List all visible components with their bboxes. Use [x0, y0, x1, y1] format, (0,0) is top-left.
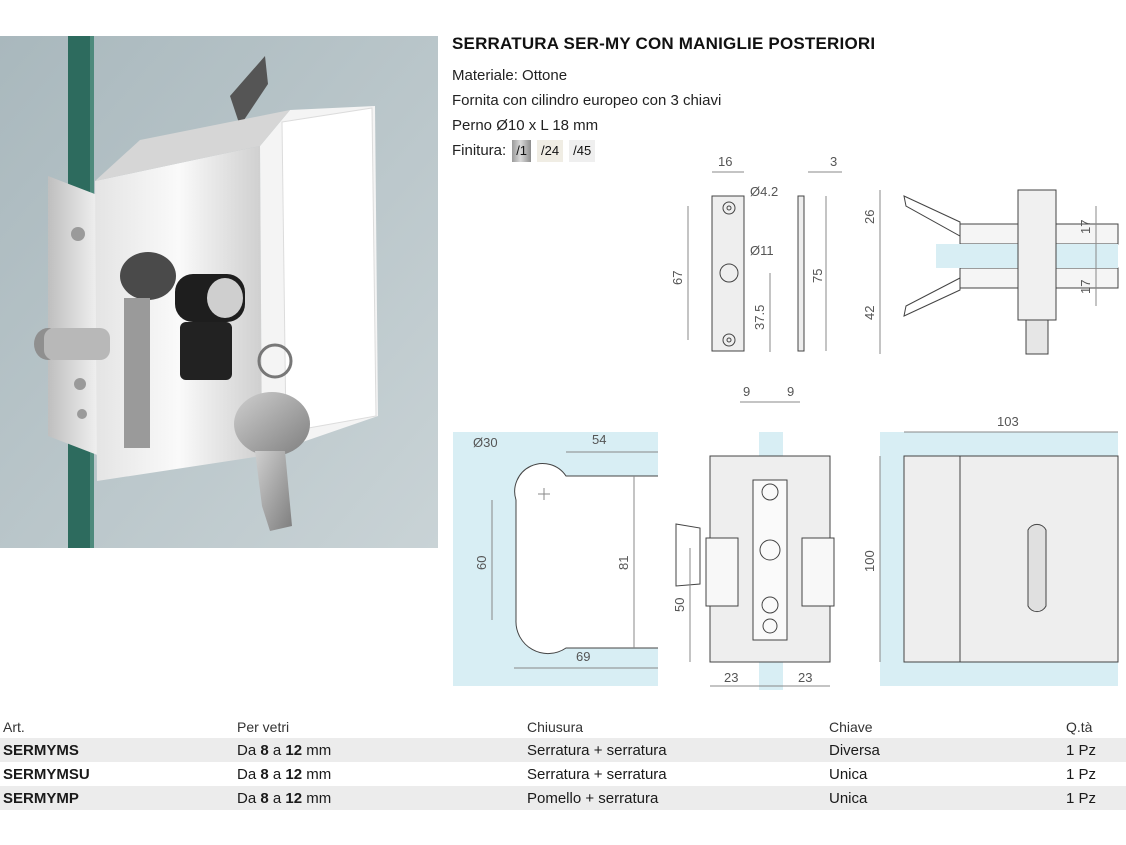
product-info: SERRATURA SER-MY CON MANIGLIE POSTERIORI… — [452, 34, 952, 163]
closure: Serratura + serratura — [527, 741, 667, 759]
finish-swatch-1: /1 — [512, 139, 532, 162]
supply-text: Fornita con cilindro europeo con 3 chiav… — [452, 92, 722, 109]
product-table: Art. Per vetri Chiusura Chiave Q.tà SERM… — [0, 716, 1126, 810]
key-type: Unica — [829, 765, 868, 783]
quantity: 1 Pz — [1066, 789, 1097, 807]
dim-9-right: 9 — [787, 384, 794, 399]
col-key-header: Chiave — [829, 719, 873, 735]
dim-60: 60 — [474, 556, 489, 570]
quantity: 1 Pz — [1066, 741, 1097, 759]
quantity: 1 Pz — [1066, 765, 1097, 783]
dim-16: 16 — [718, 154, 732, 169]
dim-d11: Ø11 — [750, 243, 774, 258]
dim-50: 50 — [672, 598, 687, 612]
dim-9-left: 9 — [743, 384, 750, 399]
table-row: SERMYMS Da 8 a 12 mm Serratura + serratu… — [0, 738, 1126, 762]
material-text: Materiale: Ottone — [452, 67, 568, 84]
table-header: Art. Per vetri Chiusura Chiave Q.tà — [0, 716, 1126, 738]
dim-75: 75 — [810, 269, 825, 283]
finish-label: Finitura: — [452, 142, 507, 159]
col-art-header: Art. — [3, 719, 25, 735]
dim-26: 26 — [862, 210, 877, 224]
table-row: SERMYMP Da 8 a 12 mm Pomello + serratura… — [0, 786, 1126, 810]
col-closure-header: Chiusura — [527, 719, 584, 735]
finish-swatch-45: /45 — [569, 139, 596, 162]
art-code: SERMYMS — [3, 741, 79, 759]
technical-drawing: 16 3 Ø4.2 Ø11 67 37.5 75 26 17 17 42 9 9… — [446, 148, 1126, 698]
finish-swatch-24: /24 — [537, 139, 564, 162]
table-row: SERMYMSU Da 8 a 12 mm Serratura + serrat… — [0, 762, 1126, 786]
pin-text: Perno Ø10 x L 18 mm — [452, 117, 599, 134]
art-code: SERMYMP — [3, 789, 79, 807]
dim-23-right: 23 — [798, 670, 812, 685]
dim-17-bottom: 17 — [1078, 280, 1093, 294]
closure: Serratura + serratura — [527, 765, 667, 783]
dim-69: 69 — [576, 649, 590, 664]
dim-d4-2: Ø4.2 — [750, 184, 778, 199]
dim-23-left: 23 — [724, 670, 738, 685]
dim-17-top: 17 — [1078, 220, 1093, 234]
key-type: Diversa — [829, 741, 880, 759]
dim-103: 103 — [997, 414, 1019, 429]
closure: Pomello + serratura — [527, 789, 659, 807]
finish-row: Finitura: /1 /24 /45 — [452, 138, 952, 163]
dim-54: 54 — [592, 432, 606, 447]
dim-37-5: 37.5 — [752, 305, 767, 330]
col-glass-header: Per vetri — [237, 719, 290, 735]
product-photo — [0, 36, 438, 548]
dim-100: 100 — [862, 550, 877, 572]
dim-81: 81 — [616, 556, 631, 570]
col-qty-header: Q.tà — [1066, 719, 1093, 735]
dim-42: 42 — [862, 306, 877, 320]
glass-range: Da 8 a 12 mm — [237, 765, 332, 783]
glass-range: Da 8 a 12 mm — [237, 741, 332, 759]
dim-d30: Ø30 — [473, 435, 498, 450]
product-title: SERRATURA SER-MY CON MANIGLIE POSTERIORI — [452, 34, 876, 53]
dim-67: 67 — [670, 271, 685, 285]
dim-3: 3 — [830, 154, 837, 169]
key-type: Unica — [829, 789, 868, 807]
art-code: SERMYMSU — [3, 765, 90, 783]
glass-range: Da 8 a 12 mm — [237, 789, 332, 807]
